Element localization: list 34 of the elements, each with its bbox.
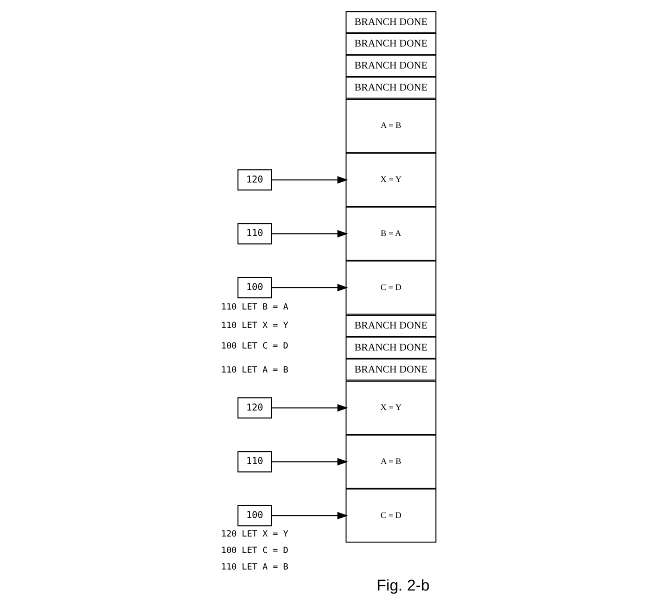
node-box: A = B (345, 434, 436, 489)
node-box: BRANCH DONE (345, 358, 436, 381)
node-box: A = B (345, 98, 436, 154)
node-box: BRANCH DONE (345, 11, 436, 34)
node-box: X = Y (345, 152, 436, 207)
caption: Fig. 2-b (376, 578, 430, 595)
label: 110 LET X = Y (220, 321, 288, 332)
node-box: 120 (236, 169, 272, 190)
arrow (271, 230, 348, 238)
arrow (271, 512, 348, 520)
label: 110 LET A = B (220, 366, 288, 376)
node-box: B = A (345, 206, 436, 261)
label: 120 LET X = Y (220, 530, 288, 540)
arrow (271, 458, 348, 466)
label: 100 LET C = D (220, 546, 288, 556)
node-box: C = D (345, 260, 436, 315)
node-box: BRANCH DONE (345, 33, 436, 56)
label: 110 LET A = B (220, 562, 288, 572)
node-box: 110 (236, 223, 272, 244)
node-box: 110 (236, 451, 272, 472)
node-box: BRANCH DONE (345, 314, 436, 337)
node-box: BRANCH DONE (345, 336, 436, 359)
node-box: 100 (236, 277, 272, 298)
arrow (271, 404, 348, 412)
node-box: BRANCH DONE (345, 54, 436, 77)
arrow (271, 176, 348, 184)
node-box: X = Y (345, 380, 436, 435)
label: 100 LET C = D (220, 341, 288, 352)
label: 110 LET B = A (220, 302, 288, 312)
node-box: C = D (345, 488, 436, 543)
node-box: 120 (236, 397, 272, 418)
node-box: BRANCH DONE (345, 76, 436, 99)
arrow (271, 284, 348, 292)
node-box: 100 (236, 505, 272, 526)
